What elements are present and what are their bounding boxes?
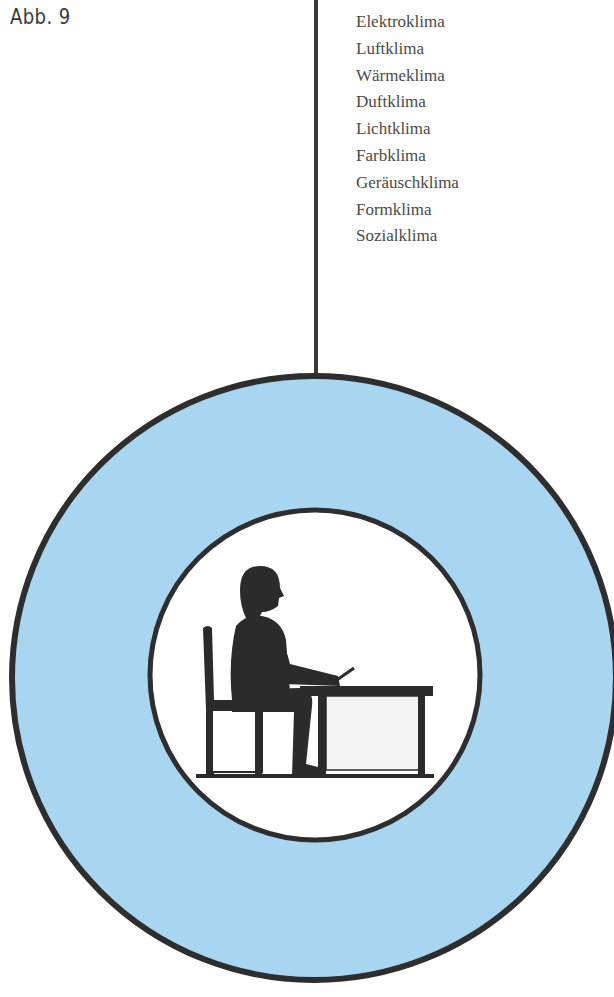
climate-factor: Lichtklima — [356, 119, 431, 139]
arm — [260, 626, 340, 686]
climate-factor: Wärmeklima — [356, 66, 445, 86]
inner-circle — [150, 510, 480, 840]
desk-panel — [326, 696, 420, 770]
head — [240, 566, 284, 620]
climate-factor: Sozialklima — [356, 226, 437, 246]
chair-seat — [212, 710, 262, 772]
climate-factor: Farbklima — [356, 146, 426, 166]
desk-top — [300, 686, 433, 696]
connector-line — [314, 0, 318, 376]
pen — [334, 668, 354, 682]
figure-title: Abb. 9 — [10, 4, 71, 29]
climate-factor: Luftklima — [356, 39, 424, 59]
climate-factor: Geräuschklima — [356, 173, 459, 193]
outer-ring — [12, 376, 614, 980]
climate-factor: Duftklima — [356, 92, 426, 112]
climate-factor: Formklima — [356, 200, 432, 220]
desk-leg — [418, 696, 425, 776]
desk-leg — [318, 696, 326, 776]
climate-factor: Elektroklima — [356, 12, 445, 32]
chair-leg — [255, 708, 262, 774]
floor-line — [196, 774, 434, 778]
person-at-desk — [196, 566, 434, 778]
legs — [232, 688, 322, 776]
